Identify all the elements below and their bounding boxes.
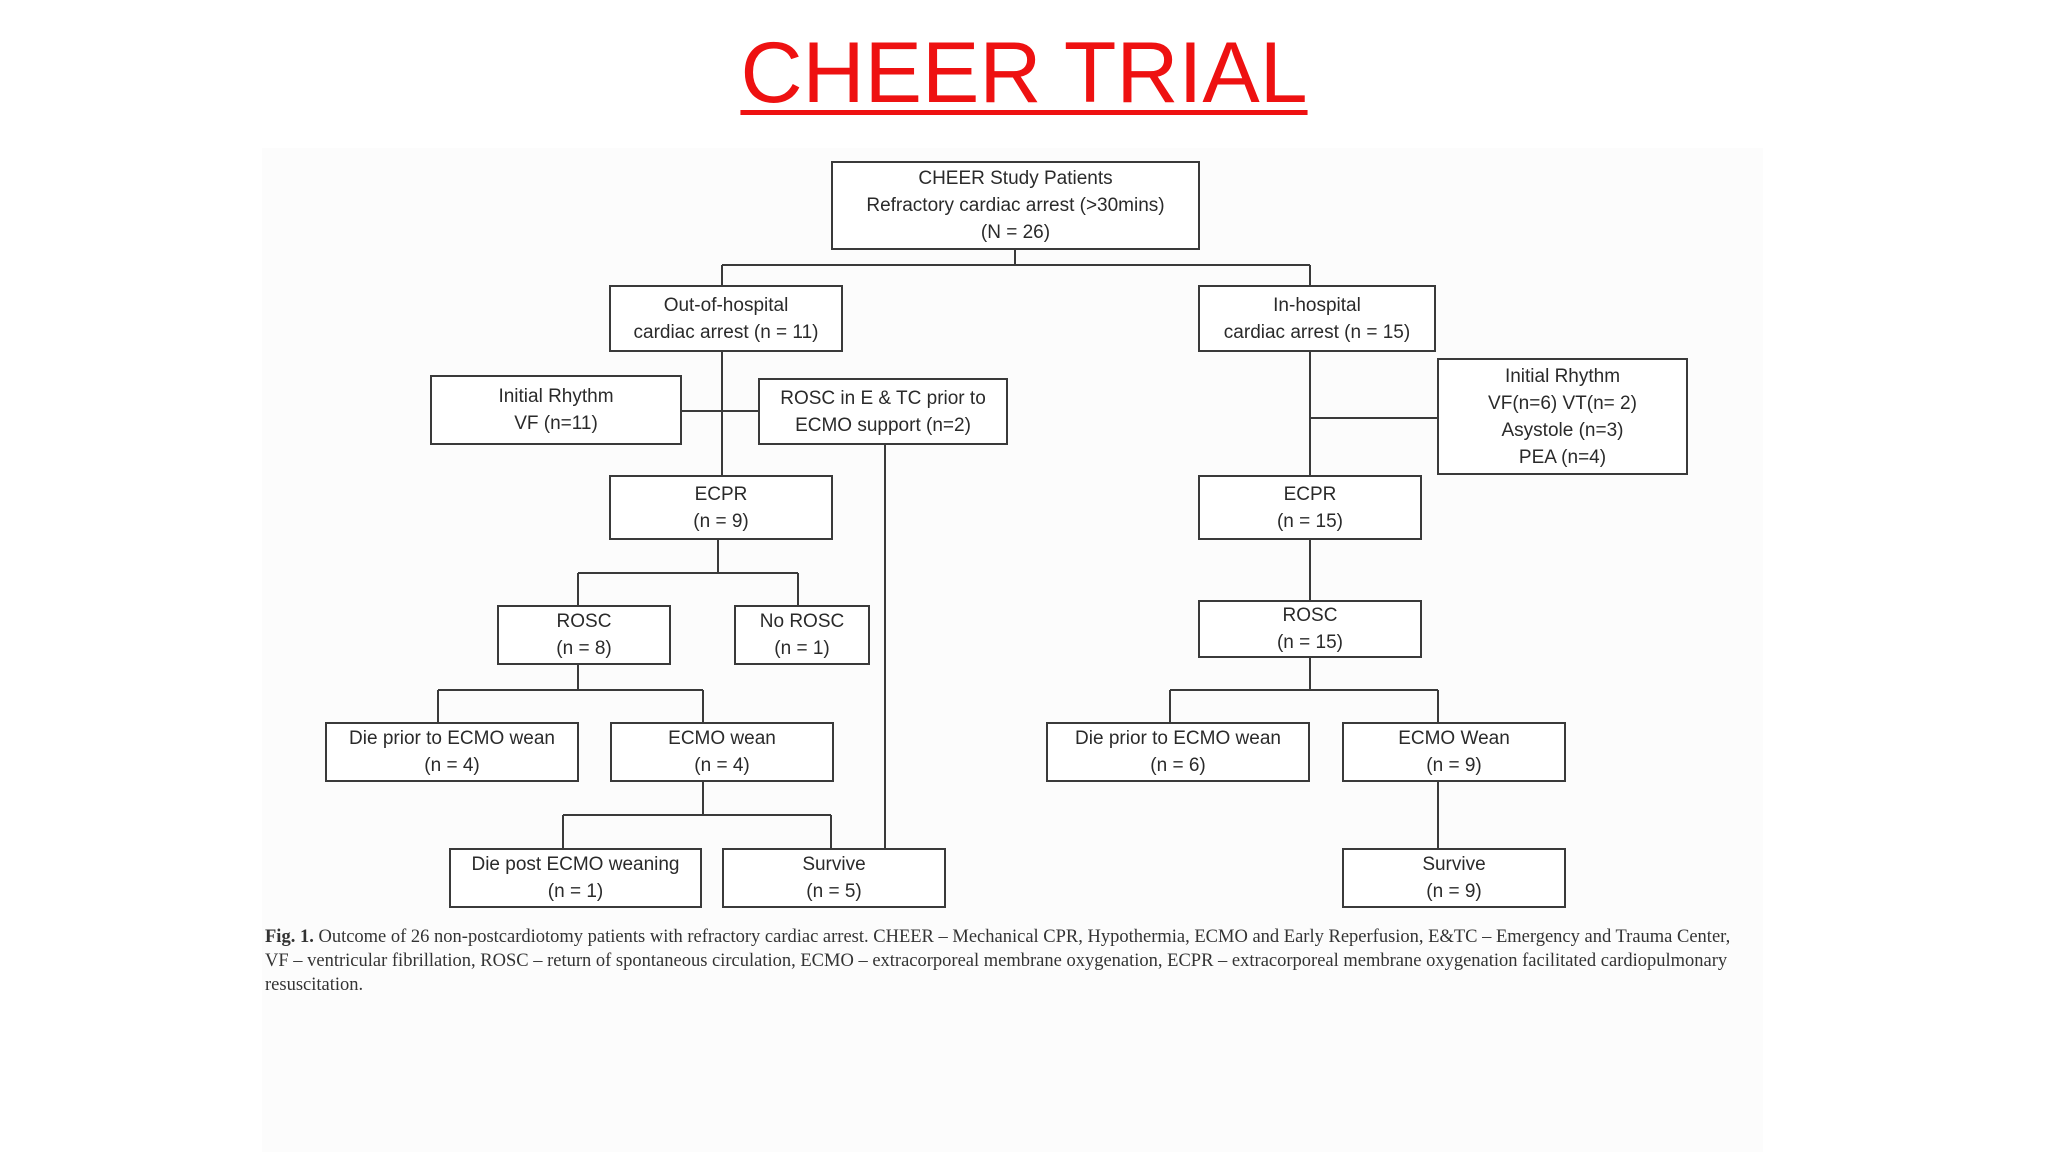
slide-title: CHEER TRIAL — [740, 25, 1308, 121]
figure-caption-text: Outcome of 26 non-postcardiotomy patient… — [265, 927, 1731, 995]
ohca-rosc-box: ROSC(n = 8) — [497, 605, 671, 665]
ihca-rosc-box: ROSC(n = 15) — [1198, 600, 1422, 658]
ihca-survive-box: Survive(n = 9) — [1342, 848, 1566, 908]
ihca-die-prior-wean-box: Die prior to ECMO wean(n = 6) — [1046, 722, 1310, 782]
ohca-no-rosc-box: No ROSC(n = 1) — [734, 605, 870, 665]
ihca-ecpr-box: ECPR(n = 15) — [1198, 475, 1422, 540]
ohca-die-prior-wean-box: Die prior to ECMO wean(n = 4) — [325, 722, 579, 782]
ohca-ecpr-box: ECPR(n = 9) — [609, 475, 833, 540]
figure-label: Fig. 1. — [265, 927, 314, 947]
ohca-survive-box: Survive(n = 5) — [722, 848, 946, 908]
ihca-ecmo-wean-box: ECMO Wean(n = 9) — [1342, 722, 1566, 782]
ohca-ecmo-wean-box: ECMO wean(n = 4) — [610, 722, 834, 782]
ohca-die-post-weaning-box: Die post ECMO weaning(n = 1) — [449, 848, 702, 908]
figure-caption: Fig. 1. Outcome of 26 non-postcardiotomy… — [265, 925, 1755, 997]
